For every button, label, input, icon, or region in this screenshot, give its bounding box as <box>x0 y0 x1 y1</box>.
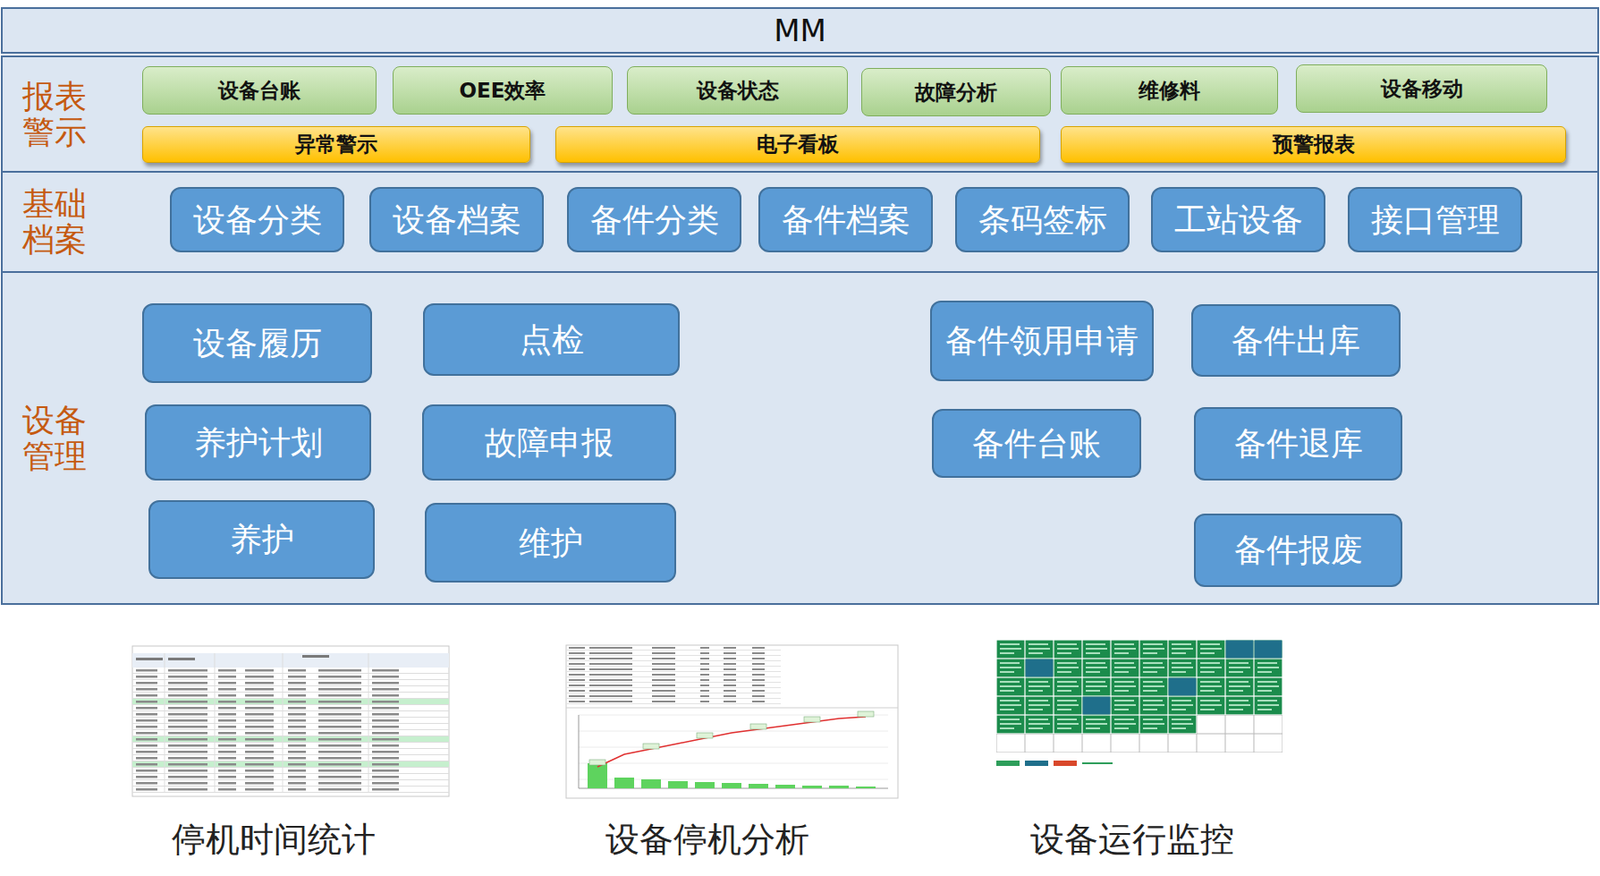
box-label: 备件报废 <box>1234 532 1363 568</box>
caption: 停机时间统计 <box>171 816 376 863</box>
module-box: 设备履历 <box>142 303 373 383</box>
box-label: 设备状态 <box>696 76 779 105</box>
box-label: 设备履历 <box>193 325 322 362</box>
section-heading: 基础档案 <box>22 186 87 257</box>
module-box: 设备分类 <box>169 186 345 253</box>
box-label: 备件出库 <box>1231 322 1361 359</box>
box-label: 备件退库 <box>1234 425 1363 462</box>
caption: 设备停机分析 <box>605 816 810 863</box>
box-label: 点检 <box>519 321 585 358</box>
module-box: 备件出库 <box>1191 304 1401 377</box>
module-box: 设备档案 <box>369 186 544 253</box>
module-box: 备件退库 <box>1193 406 1403 481</box>
report-box: 设备移动 <box>1295 64 1548 113</box>
module-box: 备件档案 <box>758 186 933 253</box>
module-box: 养护计划 <box>144 404 372 481</box>
box-label: 故障分析 <box>914 78 998 107</box>
box-label: 设备台账 <box>218 76 301 105</box>
box-label: 条码签标 <box>978 202 1108 238</box>
alert-bar: 异常警示 <box>142 126 531 163</box>
module-box: 备件领用申请 <box>930 300 1154 381</box>
box-label: 养护 <box>229 521 295 558</box>
box-label: 接口管理 <box>1371 202 1500 238</box>
box-label: 异常警示 <box>295 130 378 159</box>
box-label: 预警报表 <box>1272 130 1355 159</box>
module-box: 故障申报 <box>422 404 677 481</box>
report-box: 故障分析 <box>861 67 1051 117</box>
alert-bar: 电子看板 <box>555 126 1041 163</box>
box-label: 备件领用申请 <box>945 322 1139 359</box>
box-label: 设备档案 <box>392 202 522 238</box>
report-box: 设备台账 <box>142 66 377 115</box>
box-label: 电子看板 <box>756 130 839 159</box>
alert-bar: 预警报表 <box>1060 126 1567 163</box>
section-heading: 报表警示 <box>22 78 87 150</box>
box-label: 养护计划 <box>194 424 323 461</box>
section-band: 设备管理 设备履历 点检 备件领用申请 备件出库养护计划 故障申报 备件台账 备件退库养护 维护… <box>0 270 1600 605</box>
module-box: 备件分类 <box>567 186 742 253</box>
module-box: 工站设备 <box>1151 186 1326 253</box>
section-band: 基础档案 设备分类 设备档案 备件分类 备件档案 条码签标 工站设备 接口管理 <box>0 170 1600 273</box>
module-box: 点检 <box>423 303 680 376</box>
box-label: 故障申报 <box>484 424 614 461</box>
box-label: 设备移动 <box>1380 75 1464 103</box>
caption: 设备运行监控 <box>1030 816 1235 863</box>
box-label: 维护 <box>518 524 584 561</box>
module-box: 接口管理 <box>1347 186 1523 253</box>
section-band: 报表警示 设备台账 OEE效率 设备状态 故障分析 维修料 设备移动异常警示 电子看板 预警报表 <box>0 55 1600 173</box>
box-label: 备件台账 <box>972 425 1101 462</box>
module-box: 养护 <box>148 499 375 579</box>
module-box: 维护 <box>424 502 677 583</box>
report-box: OEE效率 <box>392 66 613 115</box>
module-box: 备件报废 <box>1193 513 1403 587</box>
module-box: 备件台账 <box>931 408 1142 478</box>
module-box: 条码签标 <box>955 186 1130 253</box>
box-label: 维修料 <box>1138 76 1201 105</box>
box-label: 工站设备 <box>1174 202 1304 238</box>
report-box: 维修料 <box>1060 66 1279 115</box>
box-label: 备件档案 <box>781 202 911 238</box>
title-band: MM <box>0 7 1600 54</box>
title-text: MM <box>773 12 827 49</box>
report-box: 设备状态 <box>626 66 848 115</box>
box-label: 备件分类 <box>590 202 720 238</box>
section-heading: 设备管理 <box>22 402 87 474</box>
box-label: OEE效率 <box>459 76 547 105</box>
box-label: 设备分类 <box>193 202 322 238</box>
